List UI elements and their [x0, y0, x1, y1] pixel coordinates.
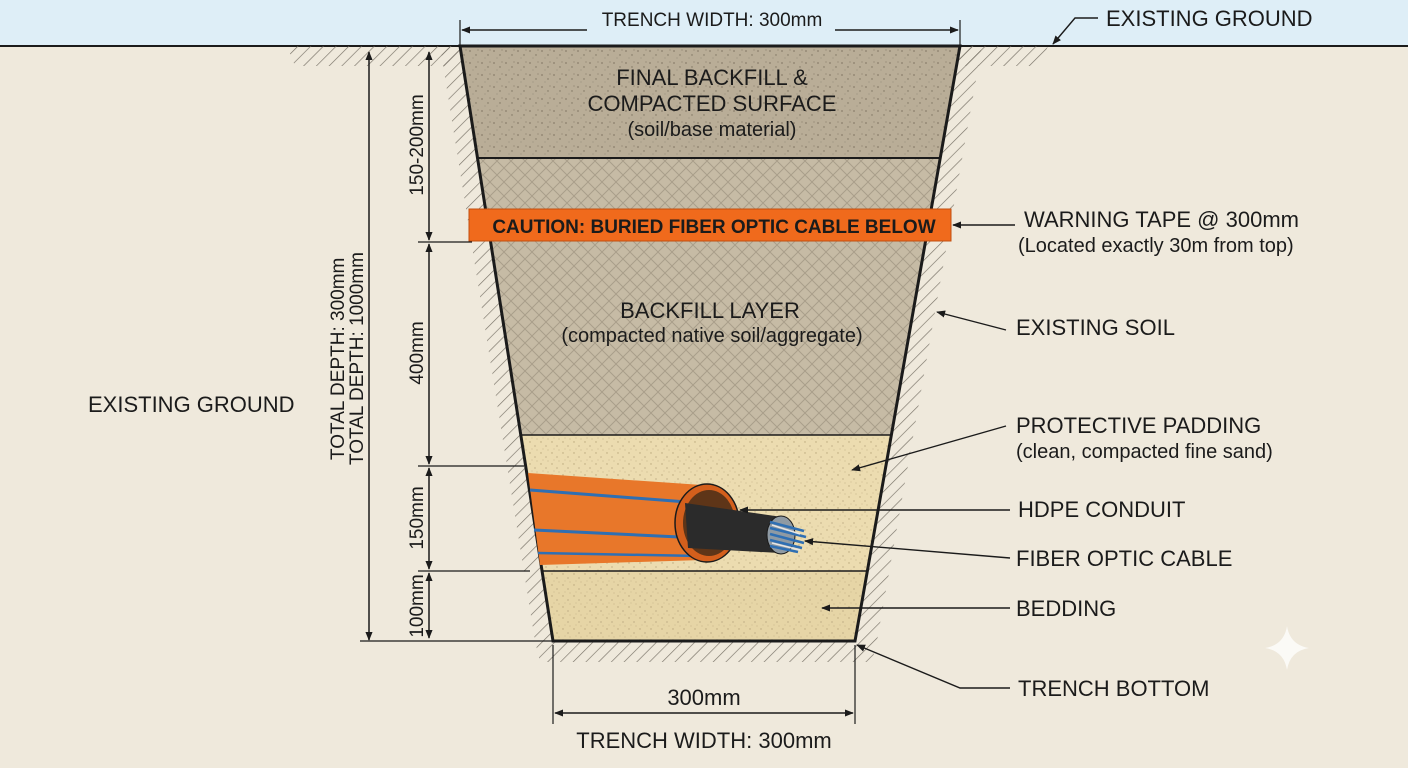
protective-padding-sublabel: (clean, compacted fine sand): [1016, 441, 1273, 463]
warning-tape-label: WARNING TAPE @ 300mm: [1024, 207, 1299, 232]
final-backfill-title-2: COMPACTED SURFACE: [588, 91, 837, 116]
warning-tape: [468, 208, 952, 242]
dim-bedding-label: 100mm: [407, 574, 428, 637]
final-backfill-title-1: FINAL BACKFILL &: [616, 65, 808, 90]
trench-width-top-label: TRENCH WIDTH: 300mm: [602, 10, 823, 31]
bottom-width-label: 300mm: [667, 685, 740, 710]
trench-outline: [458, 44, 962, 643]
sparkle-icon: [1265, 626, 1309, 670]
trench-bottom-label: TRENCH BOTTOM: [1018, 676, 1209, 701]
total-depth-label-2: TOTAL DEPTH: 1000mm: [347, 252, 368, 465]
protective-padding-label: PROTECTIVE PADDING: [1016, 413, 1261, 438]
dim-padding-label: 150mm: [407, 486, 428, 549]
fiber-optic-cable-label: FIBER OPTIC CABLE: [1016, 546, 1232, 571]
final-backfill-sub: (soil/base material): [628, 119, 797, 141]
hdpe-conduit: [528, 473, 807, 565]
backfill-layer-sub: (compacted native soil/aggregate): [561, 325, 862, 347]
dim-top-label: 150-200mm: [407, 94, 428, 195]
backfill-layer-title: BACKFILL LAYER: [620, 298, 800, 323]
existing-soil-label: EXISTING SOIL: [1016, 315, 1175, 340]
existing-ground-left-label: EXISTING GROUND: [88, 392, 295, 417]
callout-leaders: [739, 17, 1098, 689]
bedding-label: BEDDING: [1016, 596, 1116, 621]
warning-tape-text: CAUTION: BURIED FIBER OPTIC CABLE BELOW: [492, 217, 935, 238]
total-depth-label-1: TOTAL DEPTH: 300mm: [328, 258, 349, 460]
dim-backfill-label: 400mm: [407, 321, 428, 384]
trench-width-bottom-label: TRENCH WIDTH: 300mm: [576, 728, 831, 753]
existing-soil-hatching: [287, 46, 1048, 662]
warning-tape-sublabel: (Located exactly 30m from top): [1018, 235, 1294, 257]
dimension-lines-left: [360, 51, 553, 642]
hdpe-conduit-label: HDPE CONDUIT: [1018, 497, 1185, 522]
existing-ground-top-label: EXISTING GROUND: [1106, 6, 1313, 31]
